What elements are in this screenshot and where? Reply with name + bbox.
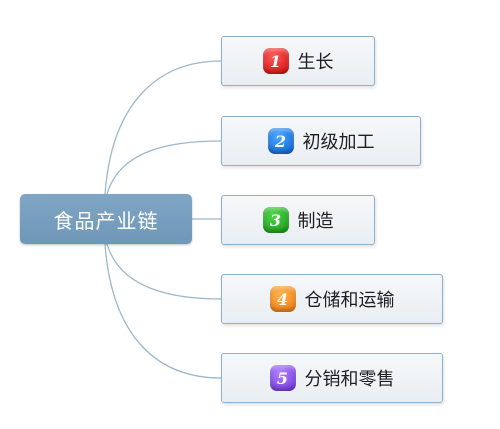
branch-node-2[interactable]: 2 初级加工 <box>221 116 421 166</box>
branch-label-3: 制造 <box>297 211 334 232</box>
connector-1 <box>104 60 222 195</box>
priority-5-icon: 5 <box>269 365 296 391</box>
branch-label-1: 生长 <box>297 52 334 73</box>
branch-label-5: 分销和零售 <box>304 369 395 390</box>
branch-label-2: 初级加工 <box>302 132 375 153</box>
connector-5 <box>104 243 222 379</box>
branch-node-3[interactable]: 3 制造 <box>221 195 375 245</box>
priority-1-icon: 1 <box>262 48 289 74</box>
connector-4 <box>106 243 222 300</box>
branch-label-4: 仓储和运输 <box>304 290 395 311</box>
root-node-label: 食品产业链 <box>53 208 159 233</box>
priority-3-icon: 3 <box>262 207 289 233</box>
root-node[interactable]: 食品产业链 <box>20 194 192 244</box>
branch-node-5[interactable]: 5 分销和零售 <box>221 353 443 403</box>
priority-2-icon: 2 <box>267 128 294 154</box>
branch-node-4[interactable]: 4 仓储和运输 <box>221 274 443 324</box>
branch-node-1[interactable]: 1 生长 <box>221 36 375 86</box>
priority-4-icon: 4 <box>269 286 296 312</box>
connector-2 <box>106 140 222 195</box>
